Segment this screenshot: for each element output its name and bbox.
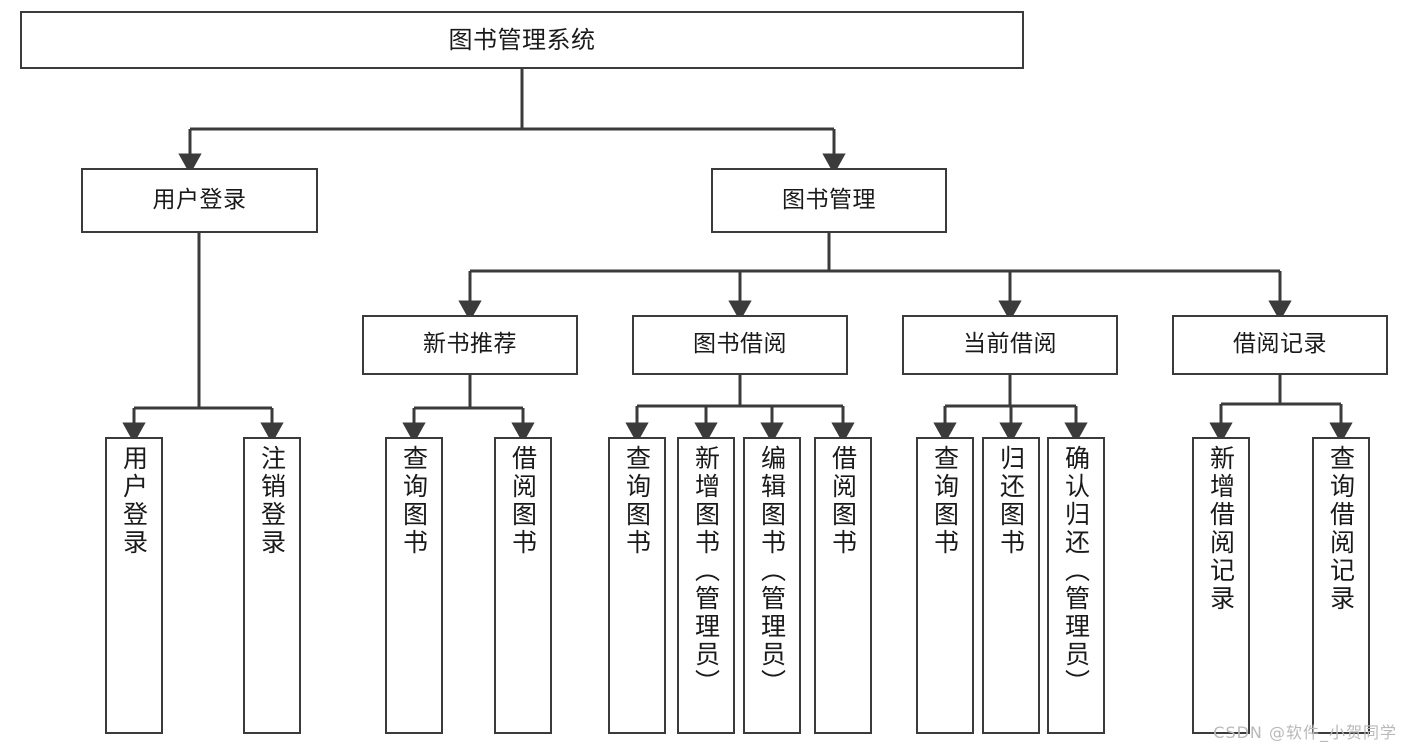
leaf-confirm-return-admin-label: 确认归还（管理员） (1061, 445, 1091, 697)
leaf-query-book-recommend[interactable]: 查询图书 (385, 437, 443, 734)
node-root-label: 图书管理系统 (448, 25, 596, 54)
leaf-add-borrow-record-label: 新增借阅记录 (1206, 445, 1236, 613)
node-user-login-label: 用户登录 (152, 186, 247, 213)
node-user-login[interactable]: 用户登录 (81, 168, 318, 233)
node-new-book-recommend[interactable]: 新书推荐 (362, 315, 578, 375)
leaf-query-book-borrow-label: 查询图书 (622, 445, 652, 557)
csdn-watermark: CSDN @软件_小贺同学 (1213, 723, 1397, 742)
leaf-confirm-return-admin[interactable]: 确认归还（管理员） (1047, 437, 1105, 734)
leaf-user-login[interactable]: 用户登录 (105, 437, 163, 734)
leaf-add-book-admin-label: 新增图书（管理员） (691, 445, 721, 697)
leaf-borrow-book-borrow[interactable]: 借阅图书 (814, 437, 872, 734)
node-book-borrow[interactable]: 图书借阅 (632, 315, 848, 375)
node-borrow-record[interactable]: 借阅记录 (1172, 315, 1388, 375)
node-root-system[interactable]: 图书管理系统 (20, 11, 1024, 69)
node-new-book-recommend-label: 新书推荐 (423, 331, 517, 358)
leaf-add-book-admin[interactable]: 新增图书（管理员） (677, 437, 735, 734)
leaf-query-book-recommend-label: 查询图书 (399, 445, 429, 557)
leaf-query-borrow-record[interactable]: 查询借阅记录 (1312, 437, 1370, 734)
node-borrow-record-label: 借阅记录 (1233, 331, 1327, 358)
leaf-logout-login[interactable]: 注销登录 (243, 437, 301, 734)
leaf-edit-book-admin[interactable]: 编辑图书（管理员） (743, 437, 801, 734)
leaf-return-book-label: 归还图书 (996, 445, 1026, 557)
leaf-edit-book-admin-label: 编辑图书（管理员） (757, 445, 787, 697)
leaf-query-book-borrow[interactable]: 查询图书 (608, 437, 666, 734)
node-book-manage-label: 图书管理 (782, 186, 876, 213)
leaf-user-login-label: 用户登录 (119, 445, 149, 557)
leaf-query-book-current-label: 查询图书 (930, 445, 960, 557)
node-current-borrow-label: 当前借阅 (963, 331, 1057, 358)
leaf-add-borrow-record[interactable]: 新增借阅记录 (1192, 437, 1250, 734)
node-book-borrow-label: 图书借阅 (693, 331, 787, 358)
node-current-borrow[interactable]: 当前借阅 (902, 315, 1118, 375)
leaf-borrow-book-borrow-label: 借阅图书 (828, 445, 858, 557)
leaf-query-borrow-record-label: 查询借阅记录 (1326, 445, 1356, 613)
leaf-borrow-book-recommend[interactable]: 借阅图书 (494, 437, 552, 734)
leaf-logout-login-label: 注销登录 (257, 445, 287, 557)
leaf-borrow-book-recommend-label: 借阅图书 (508, 445, 538, 557)
leaf-return-book[interactable]: 归还图书 (982, 437, 1040, 734)
leaf-query-book-current[interactable]: 查询图书 (916, 437, 974, 734)
node-book-manage[interactable]: 图书管理 (711, 168, 947, 233)
